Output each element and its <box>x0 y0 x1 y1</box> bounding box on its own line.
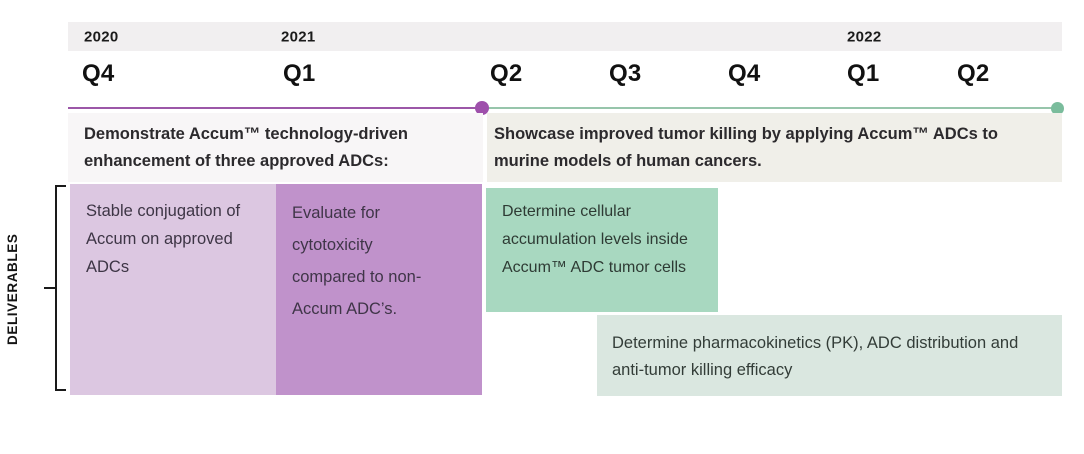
deliverable-text: Determine cellular accumulation levels i… <box>502 203 688 276</box>
year-label-2020: 2020 <box>84 28 119 45</box>
milestone-dot-purple <box>475 101 489 115</box>
quarter-label-2021-q2: Q2 <box>490 60 523 87</box>
quarter-label-2022-q1: Q1 <box>847 60 880 87</box>
year-label-2021: 2021 <box>281 28 316 45</box>
quarter-label-2020-q4: Q4 <box>82 60 115 87</box>
deliverables-axis-label: DELIVERABLES <box>5 233 20 345</box>
objective-phase1-text: Demonstrate Accum™ technology-driven enh… <box>84 125 408 170</box>
milestone-dot-green <box>1051 102 1064 115</box>
deliverable-box-cellular-accumulation: Determine cellular accumulation levels i… <box>486 188 718 312</box>
deliverables-bracket <box>44 185 66 391</box>
year-label-2022: 2022 <box>847 28 882 45</box>
deliverable-box-pharmacokinetics: Determine pharmacokinetics (PK), ADC dis… <box>597 315 1062 396</box>
deliverable-text: Stable conjugation of Accum on approved … <box>86 202 241 276</box>
deliverable-box-cytotoxicity: Evaluate for cytotoxicity compared to no… <box>276 184 482 395</box>
timeline-segment-phase2 <box>482 107 1058 109</box>
deliverable-box-stable-conjugation: Stable conjugation of Accum on approved … <box>70 184 276 395</box>
objective-phase1: Demonstrate Accum™ technology-driven enh… <box>68 113 483 182</box>
timeline-segment-phase1 <box>68 107 482 109</box>
year-band: 2020 2021 2022 <box>68 22 1062 51</box>
deliverable-text: Determine pharmacokinetics (PK), ADC dis… <box>612 334 1019 379</box>
quarter-label-2022-q2: Q2 <box>957 60 990 87</box>
deliverable-text: Evaluate for cytotoxicity compared to no… <box>292 204 422 318</box>
quarter-label-2021-q4: Q4 <box>728 60 761 87</box>
objective-phase2: Showcase improved tumor killing by apply… <box>487 113 1062 182</box>
quarter-label-2021-q1: Q1 <box>283 60 316 87</box>
quarter-label-2021-q3: Q3 <box>609 60 642 87</box>
objective-phase2-text: Showcase improved tumor killing by apply… <box>494 125 998 170</box>
